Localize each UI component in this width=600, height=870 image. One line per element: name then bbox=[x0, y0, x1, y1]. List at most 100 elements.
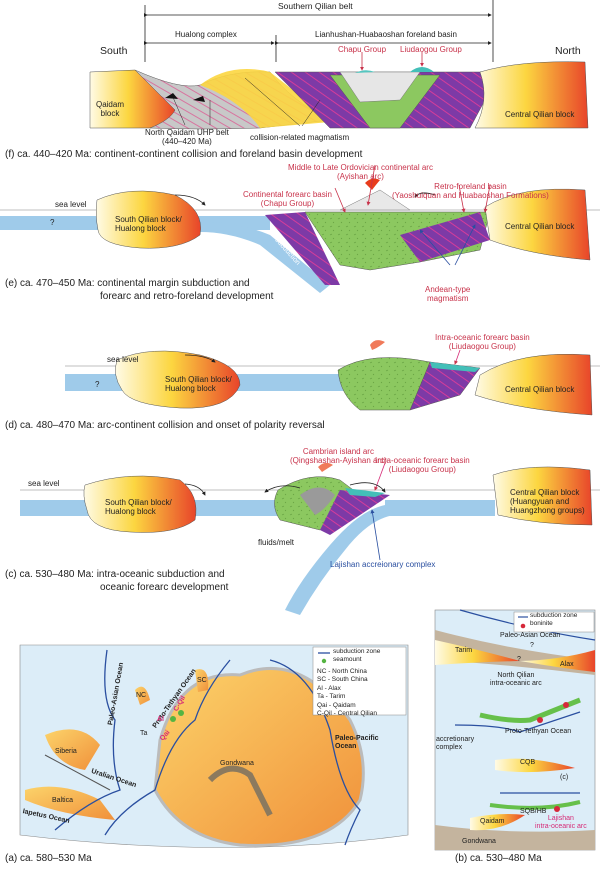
legend-seamount: seamount bbox=[333, 656, 362, 664]
label-southern-qilian: Southern Qilian belt bbox=[278, 1, 353, 11]
legend-a: subduction zone seamount bbox=[333, 648, 380, 665]
forearc-group-e: (Chapu Group) bbox=[260, 199, 315, 209]
liudaogou-wedge bbox=[410, 67, 434, 72]
forearc-title-d: Intra-oceanic forearc basin bbox=[435, 333, 530, 342]
central-qilian-block-f bbox=[474, 61, 589, 129]
qaidam-block-text: Qaidam block bbox=[95, 100, 124, 119]
uhp-belt-text: North Qaidam UHP belt bbox=[145, 128, 229, 137]
label-retro-foreland: Retro-foreland basin(Yaoshuiquan and Hua… bbox=[392, 182, 549, 200]
label-central-qilian-e: Central Qilian block bbox=[505, 222, 575, 231]
caption-b: (b) ca. 530–480 Ma bbox=[455, 853, 542, 864]
arc-title-e: Middle to Late Ordovician continental ar… bbox=[288, 163, 433, 172]
label-qaidam-b: Qaidam bbox=[480, 818, 505, 825]
gondwana-strip bbox=[435, 825, 595, 850]
uhp-age-text: (440–420 Ma) bbox=[162, 137, 212, 147]
south-qilian-block-e bbox=[95, 190, 201, 249]
label-central-qilian-d: Central Qilian block bbox=[505, 385, 575, 394]
arc-name-e: (Ayishan arc) bbox=[336, 172, 384, 182]
south-qilian-block-c bbox=[83, 475, 197, 533]
label-proto-b: Proto-Tethyan Ocean bbox=[505, 728, 572, 735]
boninite-dot bbox=[554, 806, 560, 812]
label-q1-b: ? bbox=[530, 642, 534, 649]
caption-c-1: (c) ca. 530–480 Ma: intra-oceanic subduc… bbox=[5, 569, 225, 580]
label-south-qilian-e: South Qilian block/Hualong block bbox=[115, 215, 182, 233]
label-uhp-belt: North Qaidam UHP belt(440–420 Ma) bbox=[145, 128, 229, 146]
central-qilian-block-e bbox=[484, 188, 591, 261]
panel-a-map bbox=[19, 644, 409, 848]
label-chapu: Chapu Group bbox=[338, 45, 387, 54]
panel-e-drawing bbox=[0, 164, 600, 293]
central-qilian-block-c bbox=[492, 466, 593, 526]
boninite-dot bbox=[537, 717, 543, 723]
siberia-shape bbox=[45, 729, 100, 770]
label-fluids-melt: fluids/melt bbox=[258, 538, 295, 547]
label-gondwana-b: Gondwana bbox=[462, 838, 496, 845]
panel-c-drawing bbox=[20, 462, 600, 615]
nq-arc-2: intra-oceanic arc bbox=[490, 680, 542, 688]
caption-f: (f) ca. 440–420 Ma: continent-continent … bbox=[5, 149, 363, 160]
legend-qai: Qai - Qaidam bbox=[317, 701, 356, 709]
label-sea-level-d: sea level bbox=[107, 355, 139, 364]
label-sqb: SQB/HB bbox=[520, 808, 547, 815]
label-cambrian-arc: Cambrian island arc(Qingshashan-Ayishan … bbox=[290, 447, 387, 465]
subducting-slab-c bbox=[285, 505, 395, 615]
south-block-d-1: South Qilian block/ bbox=[165, 375, 232, 384]
central-block-c-1: Central Qilian block bbox=[510, 488, 580, 497]
label-ta: Ta bbox=[140, 730, 148, 737]
subducting-slab-e bbox=[200, 222, 330, 293]
qaidam-shape-b bbox=[470, 814, 525, 831]
qaidam-block-shape bbox=[89, 69, 176, 129]
central-block-c-3: Huangzhong groups) bbox=[510, 506, 585, 516]
label-south: South bbox=[100, 45, 128, 57]
label-central-qilian-f: Central Qilian block bbox=[505, 110, 575, 119]
label-sea-level-c: sea level bbox=[28, 479, 60, 488]
label-paleo-asian-b: Paleo-Asian Ocean bbox=[500, 632, 561, 639]
caption-a: (a) ca. 580–530 Ma bbox=[5, 853, 92, 864]
label-tarim-b: Tarim bbox=[455, 647, 473, 654]
legend-nc: NC - North China bbox=[317, 668, 367, 675]
paleo-pacific-1: Paleo-Pacific bbox=[335, 735, 379, 742]
label-baltica: Baltica bbox=[52, 797, 74, 804]
label-intraoceanic-forearc-c: Intra-oceanic forearc basin(Liudaogou Gr… bbox=[375, 456, 470, 474]
caption-c-2: oceanic forearc development bbox=[100, 582, 229, 593]
panel-f-drawing bbox=[89, 0, 589, 130]
legend-b-boninite: boninite bbox=[530, 620, 553, 628]
south-block-e-1: South Qilian block/ bbox=[115, 215, 182, 224]
legend-b-subduction: subduction zone bbox=[530, 612, 578, 619]
lajishan-2: intra-oceanic arc bbox=[535, 823, 587, 831]
legend-cqil: C-Qil - Central Qilian bbox=[317, 710, 377, 718]
south-block-e-2: Hualong block bbox=[115, 224, 166, 234]
south-block-c-1: South Qilian block/ bbox=[105, 498, 172, 507]
sc-shape bbox=[195, 669, 209, 692]
forearc-group-d: (Liudaogou Group) bbox=[448, 342, 516, 352]
south-block-d-2: Hualong block bbox=[165, 384, 216, 394]
label-qaidam-block: Qaidam block bbox=[95, 100, 125, 118]
label-hualong: Hualong complex bbox=[175, 30, 237, 39]
label-liudaogou: Liudaogou Group bbox=[400, 45, 462, 54]
legend-ta: Ta - Tarim bbox=[317, 693, 346, 701]
label-q2-b: ? bbox=[517, 656, 521, 663]
label-south-qilian-c: South Qilian block/Hualong block bbox=[105, 498, 172, 516]
legend-a-abbrev: NC - North China SC - South China Al - A… bbox=[317, 668, 377, 719]
nq-arc-1: North Qilian bbox=[497, 672, 535, 679]
central-block-c-2: (Huangyuan and bbox=[510, 497, 570, 507]
label-al: Al bbox=[157, 716, 164, 723]
baltica-shape bbox=[25, 786, 115, 820]
south-block-c-2: Hualong block bbox=[105, 507, 156, 517]
accretionary-2: complex bbox=[436, 744, 463, 752]
central-qilian-block-d bbox=[474, 353, 593, 416]
south-qilian-block-d bbox=[115, 350, 241, 409]
label-c-marker: (c) bbox=[560, 774, 569, 781]
label-sea-level-e: sea level bbox=[55, 200, 87, 209]
label-continental-arc: Middle to Late Ordovician continental ar… bbox=[288, 163, 433, 181]
seamount-dot bbox=[178, 710, 184, 716]
cqb-shape bbox=[495, 758, 575, 773]
label-collision-magmatism: collision-related magmatism bbox=[250, 133, 350, 142]
legend-sc: SC - South China bbox=[317, 676, 368, 684]
label-continental-forearc: Continental forearc basin(Chapu Group) bbox=[243, 190, 332, 208]
